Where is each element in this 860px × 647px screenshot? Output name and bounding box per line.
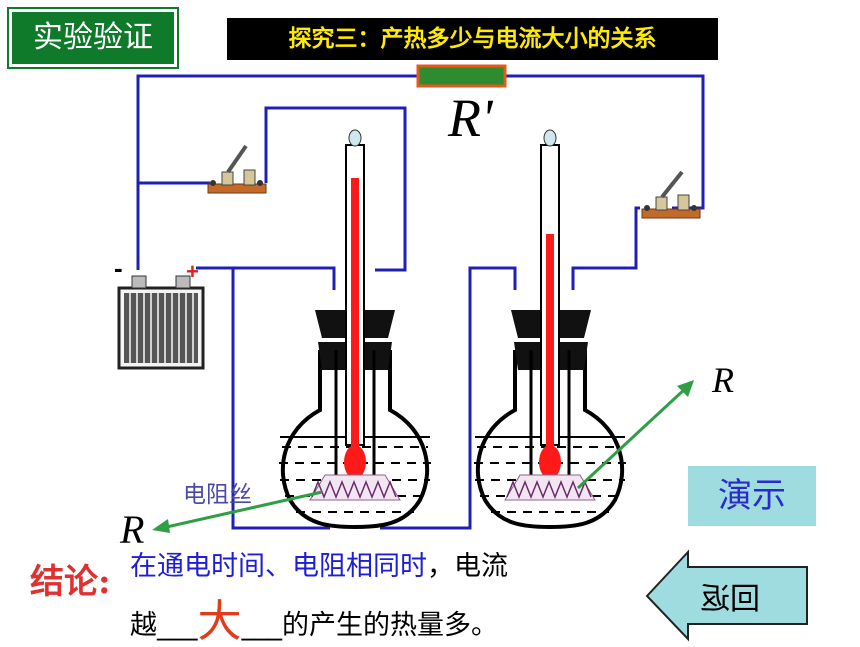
switch-left[interactable] bbox=[207, 144, 267, 194]
back-arrow-icon[interactable] bbox=[645, 549, 808, 642]
blank-right: ___ bbox=[241, 610, 283, 641]
conclusion-line-1: 在通电时间、电阻相同时，电流 bbox=[130, 549, 508, 585]
conclusion-line-1-rest: ，电流 bbox=[427, 551, 508, 582]
conclusion-answer: 大 bbox=[197, 596, 242, 647]
back-button-label[interactable]: 回返 bbox=[700, 582, 760, 617]
conclusion-line-2-post: 的产生的热量多。 bbox=[282, 610, 498, 641]
resistor-r-right-label: R bbox=[712, 360, 734, 400]
conclusion-line-2-pre: 越 bbox=[130, 610, 157, 641]
conclusion-label: 结论: bbox=[30, 562, 111, 602]
battery bbox=[117, 275, 205, 370]
resistor-r-left-label: R bbox=[120, 507, 145, 552]
conclusion-condition: 在通电时间、电阻相同时 bbox=[130, 551, 427, 582]
page-title: 探究三：产热多少与电流大小的关系 bbox=[227, 18, 718, 60]
circuit-wires bbox=[136, 74, 705, 530]
resistor-r-prime bbox=[416, 64, 507, 88]
blank-left: ___ bbox=[157, 610, 198, 641]
conclusion-line-2: 越___大___的产生的热量多。 bbox=[130, 600, 498, 646]
flask-right bbox=[474, 129, 626, 530]
flask-left bbox=[279, 129, 431, 530]
switch-right[interactable] bbox=[641, 170, 701, 219]
pointer-arrows bbox=[152, 380, 694, 533]
battery-minus-label: - bbox=[114, 253, 123, 283]
demo-button[interactable]: 演示 bbox=[688, 466, 816, 526]
resistance-wire-label: 电阻丝 bbox=[183, 482, 252, 508]
battery-plus-label: + bbox=[186, 259, 199, 284]
section-tag: 实验验证 bbox=[7, 7, 179, 69]
resistor-r-prime-label: R' bbox=[448, 88, 493, 148]
